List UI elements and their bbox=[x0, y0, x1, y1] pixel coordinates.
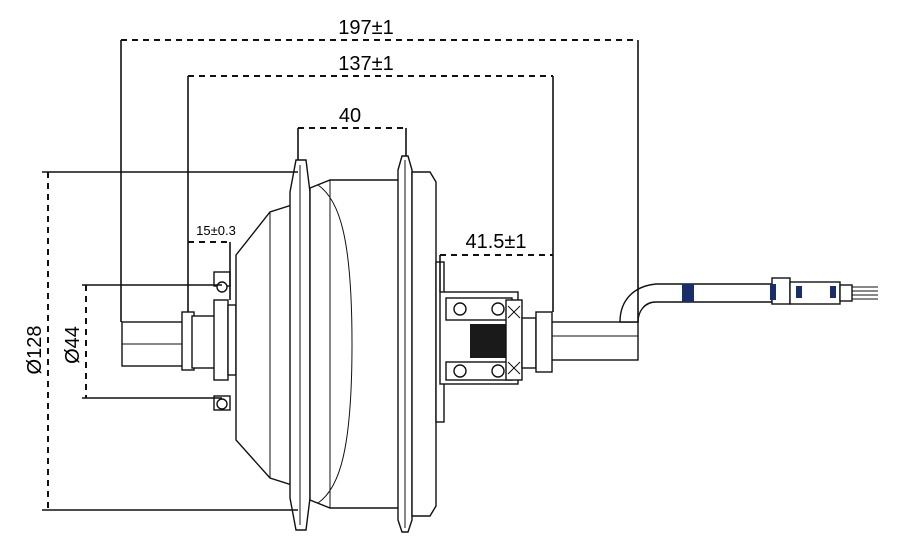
overall-width-label: 197±1 bbox=[338, 17, 393, 39]
hub-shell bbox=[309, 179, 401, 509]
bolt-circle-diameter-label: Ø44 bbox=[62, 326, 84, 364]
extension-lines bbox=[42, 40, 639, 511]
left-nut-assembly bbox=[181, 299, 237, 381]
left-hub-cover bbox=[235, 204, 293, 486]
left-flange bbox=[289, 159, 311, 531]
dimension-lines bbox=[47, 39, 638, 510]
left-bolts bbox=[213, 271, 231, 411]
hub-width-label: 40 bbox=[339, 105, 361, 127]
right-bearing-assembly bbox=[439, 291, 523, 385]
left-offset-label: 15±0.3 bbox=[196, 223, 236, 238]
motor-cable bbox=[619, 277, 878, 323]
right-cover bbox=[411, 171, 445, 517]
right-nut bbox=[521, 311, 553, 373]
right-offset-label: 41.5±1 bbox=[465, 231, 526, 253]
outer-diameter-label: Ø128 bbox=[24, 326, 46, 375]
flange-width-label: 137±1 bbox=[338, 53, 393, 75]
right-flange bbox=[397, 155, 413, 533]
